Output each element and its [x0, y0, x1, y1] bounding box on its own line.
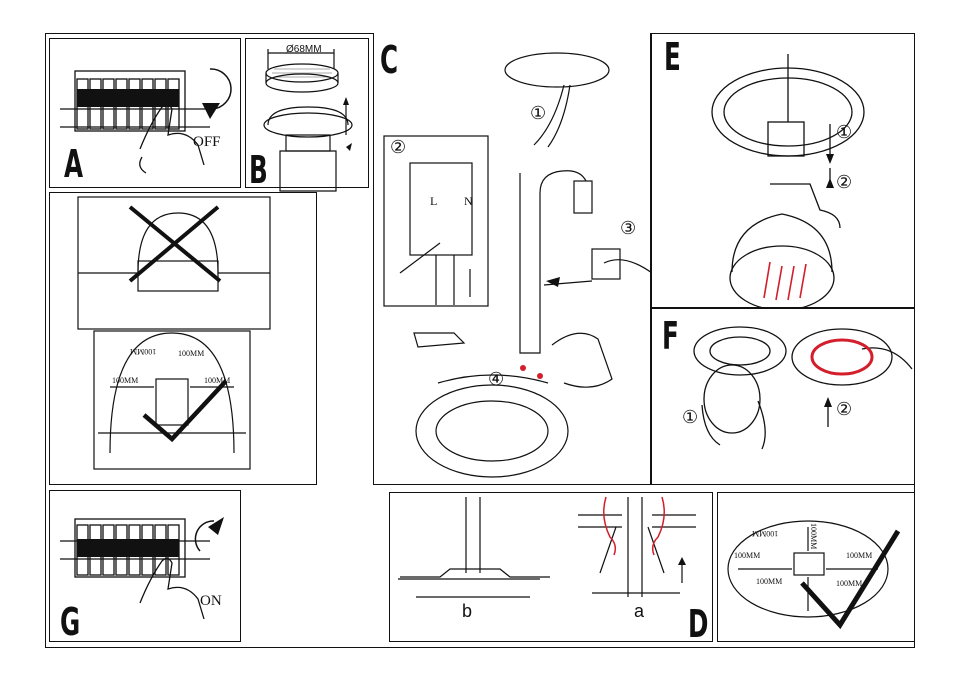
- panel-c: C ①: [373, 33, 653, 485]
- cutout-size-illustration: [263, 49, 353, 192]
- final-dim-3: 100MM: [752, 529, 779, 538]
- callout-e-1: ①: [836, 122, 853, 142]
- panel-g: G ON: [49, 490, 241, 642]
- panel-final-clearance: 100MM 100MM 100MM 100MM 100MM 100MM: [717, 492, 915, 642]
- step-letter-c: C: [380, 38, 399, 82]
- switch-off-label: OFF: [193, 134, 221, 150]
- breaker-off-illustration: [60, 68, 232, 174]
- breaker-on-illustration: [60, 517, 224, 620]
- sub-label-a: a: [634, 601, 645, 621]
- callout-c-1: ①: [530, 103, 547, 123]
- callout-c-2: ②: [390, 137, 407, 157]
- callout-c-4: ④: [488, 369, 505, 389]
- step-letter-b: B: [249, 148, 268, 192]
- panel-d: b a D: [389, 492, 713, 646]
- panel-clearance: 100MM 100MM 100MM 100MM: [49, 192, 317, 485]
- step-letter-e: E: [664, 35, 681, 79]
- final-clearance-illustration: [727, 520, 901, 630]
- lamp-install-illustration: [711, 54, 865, 311]
- panel-e: E ① ②: [651, 33, 915, 311]
- callout-f-2: ②: [836, 399, 853, 419]
- final-dim-2: 100MM: [846, 551, 873, 560]
- panel-b: Ø68MM B: [245, 38, 369, 192]
- clearance-dim-2: 100MM: [204, 376, 231, 385]
- step-letter-g: G: [60, 600, 81, 644]
- terminal-label-n: N: [464, 194, 473, 208]
- sub-label-b: b: [462, 601, 473, 621]
- step-letter-a: A: [64, 142, 84, 186]
- clearance-dim-3: 100MM: [178, 349, 205, 358]
- spring-clip-illustration: [398, 496, 696, 598]
- step-letter-d: D: [688, 602, 709, 646]
- final-dim-1: 100MM: [734, 551, 761, 560]
- panel-f: F ① ②: [651, 308, 915, 485]
- trim-install-illustration: [693, 326, 913, 450]
- panel-a: A OFF: [49, 38, 241, 188]
- callout-f-1: ①: [682, 407, 699, 427]
- switch-on-label: ON: [200, 593, 222, 609]
- final-dim-4: 100MM: [756, 577, 783, 586]
- wiring-illustration: [383, 52, 653, 478]
- clearance-dim-4: 100MM: [130, 347, 157, 356]
- step-letter-f: F: [662, 314, 679, 358]
- cutout-dimension-label: Ø68MM: [286, 44, 322, 55]
- clearance-illustration: [77, 196, 271, 470]
- clearance-dim-1: 100MM: [112, 376, 139, 385]
- callout-e-2: ②: [836, 172, 853, 192]
- terminal-label-l: L: [430, 194, 438, 208]
- final-dim-6: 100MM: [836, 579, 863, 588]
- callout-c-3: ③: [620, 218, 637, 238]
- final-dim-5: 100MM: [809, 523, 818, 550]
